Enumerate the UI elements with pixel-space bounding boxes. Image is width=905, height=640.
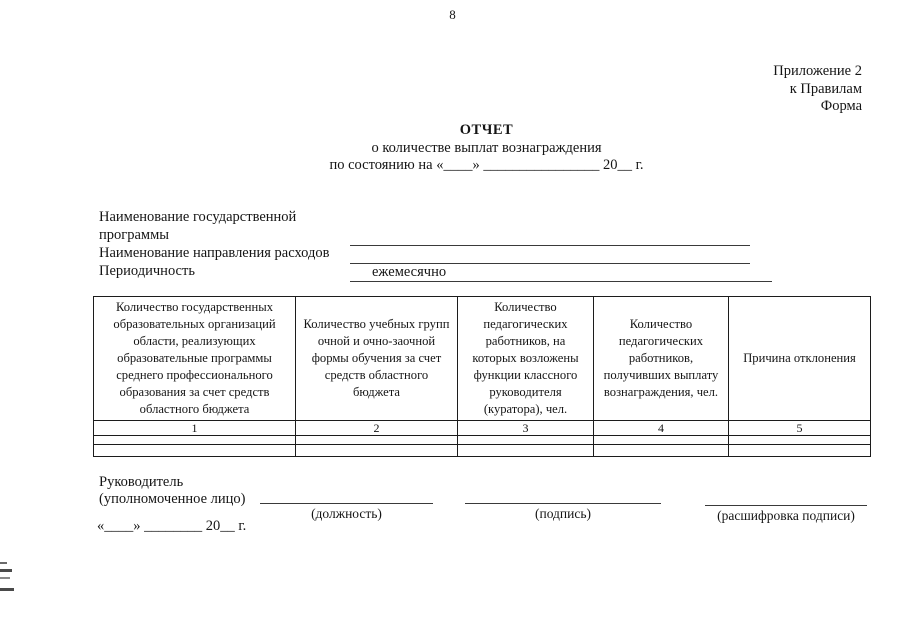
report-subtitle: о количестве выплат вознаграждения [371,139,602,156]
program-fill-line [350,233,750,246]
program-label-line1: Наименование государственной [99,209,297,225]
empty-cell [457,444,594,457]
annex-line-2: к Правилам [789,80,862,97]
head-label-line1: Руководитель [99,474,184,490]
column-number: 1 [93,420,296,436]
column-number: 2 [295,420,458,436]
report-title-block: ОТЧЕТ о количестве выплат вознаграждения… [93,122,880,175]
report-table: Количество государственных образовательн… [93,296,871,457]
position-caption: (должность) [311,506,382,521]
empty-cell [295,435,458,445]
table-empty-row [93,435,871,445]
header-cell-groups: Количество учебных групп очной и очно-за… [295,296,458,421]
empty-cell [457,435,594,445]
header-cell-assigned-teachers: Количество педагогических работников, на… [457,296,594,421]
head-label-line2: (уполномоченное лицо) [99,491,246,507]
report-date-line: по состоянию на «____» ________________ … [329,157,644,173]
transcript-caption: (расшифровка подписи) [717,508,855,523]
scan-artifact [0,588,14,591]
column-number: 3 [457,420,594,436]
annex-block: Приложение 2 к Правилам Форма [773,63,862,116]
header-cell-paid-teachers: Количество педагогических работников, по… [593,296,729,421]
scan-artifact [0,562,7,564]
column-number: 4 [593,420,729,436]
table-header-row: Количество государственных образовательн… [93,296,871,421]
empty-cell [593,444,729,457]
report-title: ОТЧЕТ [459,122,514,138]
scan-artifact [0,569,12,572]
annex-line-1: Приложение 2 [773,63,862,79]
scan-artifact [0,577,10,579]
table-number-row: 1 2 3 4 5 [93,420,871,436]
signature-caption: (подпись) [534,506,592,521]
header-cell-organizations: Количество государственных образовательн… [93,296,296,421]
empty-cell [93,435,296,445]
transcript-signature-line [705,493,867,506]
header-cell-deviation-reason: Причина отклонения [728,296,871,421]
table-empty-row [93,444,871,457]
empty-cell [728,435,871,445]
position-signature-line [260,491,433,504]
program-label-line2: программы [99,227,169,243]
column-number: 5 [728,420,871,436]
periodicity-value: ежемесячно [350,264,772,282]
footer-date-line: «____» ________ 20__ г. [97,518,247,534]
direction-fill-line [350,251,750,264]
direction-label: Наименование направления расходов [99,245,330,261]
signature-line [465,491,661,504]
empty-cell [93,444,296,457]
page-number: 8 [449,7,456,22]
empty-cell [295,444,458,457]
annex-line-3: Форма [820,98,862,114]
empty-cell [728,444,871,457]
periodicity-label: Периодичность [99,263,195,279]
empty-cell [593,435,729,445]
